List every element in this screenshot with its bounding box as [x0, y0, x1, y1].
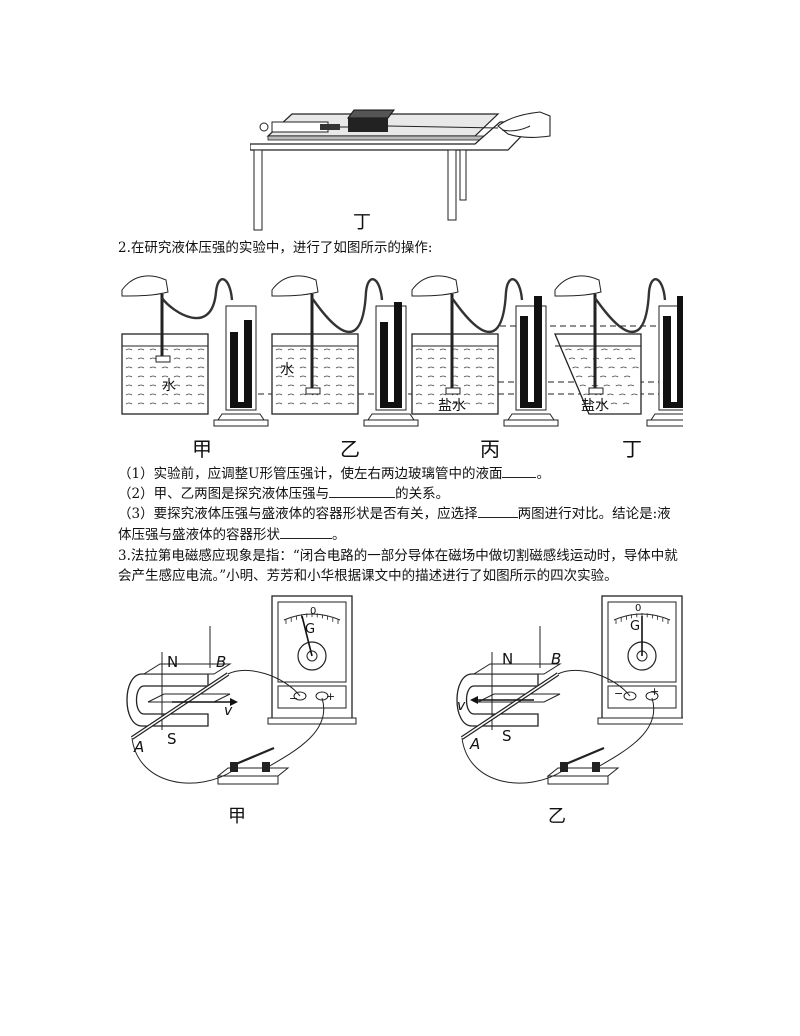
pressure-panel-2: 水: [271, 275, 419, 427]
left-meter-zero: 0: [310, 606, 317, 617]
q2-sub3-prefix: （3）要探究液体压强与盛液体的容器形状是否有关，应选择: [118, 506, 478, 522]
hand-icon: [271, 275, 319, 297]
right-pole-s: S: [502, 727, 512, 745]
velocity-arrow-icon: [470, 696, 478, 704]
switch-base: [546, 767, 620, 777]
q2-subquestion-3: （3）要探究液体压强与盛液体的容器形状是否有关，应选择两图进行对比。结论是:液体…: [118, 503, 683, 545]
pressure-figure: 水水盐水盐水: [118, 262, 702, 458]
q3-stem: 3.法拉第电磁感应现象是指：“闭合电路的一部分导体在磁场中做切割磁感线运动时，导…: [118, 548, 678, 584]
q2-subquestion-1: （1）实验前，应调整U形管压强计，使左右两边玻璃管中的液面 。: [118, 463, 683, 484]
terminal-plus[interactable]: [315, 691, 329, 701]
q2-sub3-middle: 两图进行对比。结论是:液体压强与盛液体的容器形状: [118, 506, 671, 543]
panel-label-yi: 乙: [340, 437, 360, 461]
left-induction-setup: [126, 595, 357, 785]
velocity-arrow-icon: [230, 698, 238, 706]
beaker: [411, 333, 499, 415]
right-pole-n: N: [502, 650, 514, 668]
hand-icon: [554, 275, 602, 297]
right-meter-zero: 0: [635, 603, 642, 614]
induction-figure: [118, 590, 687, 830]
panel-label-ding: 丁: [622, 437, 642, 461]
hand-icon: [121, 275, 169, 297]
terminal-plus[interactable]: [645, 691, 659, 701]
left-rod-b: B: [216, 653, 227, 671]
beaker-liquid-label: 水: [162, 378, 176, 394]
left-panel-label: 甲: [228, 806, 246, 827]
left-rod-a: A: [134, 738, 145, 756]
friction-figure: [249, 96, 560, 236]
q2-sub3-blank-2[interactable]: [280, 524, 332, 539]
friction-apparatus-drawing: [249, 109, 551, 231]
left-pole-s: S: [167, 730, 177, 748]
q2-sub2-blank[interactable]: [329, 483, 396, 498]
switch-lever[interactable]: [565, 746, 605, 766]
right-velocity-label: v: [457, 698, 466, 714]
switch-lever[interactable]: [235, 746, 275, 766]
q2-stem: 2.在研究液体压强的实验中，进行了如图所示的操作:: [118, 240, 433, 256]
beaker-liquid-label: 盐水: [438, 398, 466, 414]
q2-sub2-prefix: （2）甲、乙两图是探究液体压强与: [118, 486, 330, 502]
q2-sub3-blank-1[interactable]: [477, 503, 518, 518]
beaker-liquid-label: 盐水: [581, 398, 609, 414]
pressure-probe: [445, 387, 461, 395]
galvanometer-needle: [301, 615, 313, 657]
left-terminal-minus: −: [289, 692, 299, 705]
left-terminal-plus: +: [326, 690, 336, 703]
right-induction-setup: [456, 595, 687, 785]
panel-label-bing: 丙: [480, 437, 500, 461]
beaker-liquid-label: 水: [280, 362, 294, 378]
right-terminal-minus: −: [614, 687, 624, 700]
q2-sub3-suffix: 。: [332, 527, 346, 543]
q2-sub1-suffix: 。: [536, 466, 550, 482]
liquid-pressure-drawing: 水水盐水盐水: [121, 275, 702, 427]
electromagnetic-induction-drawing: [126, 595, 687, 785]
q2-sub1-blank[interactable]: [502, 463, 537, 478]
trapezoid-beaker: [554, 333, 642, 415]
left-pole-n: N: [167, 653, 179, 671]
pressure-panel-4: 盐水: [554, 275, 702, 427]
hand-icon: [411, 275, 459, 297]
right-terminal-plus: +: [650, 685, 660, 698]
q2-sub2-suffix: 的关系。: [395, 486, 450, 502]
left-meter-g: G: [305, 622, 316, 637]
switch-base: [216, 767, 290, 777]
q2-subquestion-2: （2）甲、乙两图是探究液体压强与 的关系。: [118, 483, 683, 504]
right-panel-label: 乙: [548, 806, 566, 827]
top-figure-label: 丁: [353, 212, 371, 233]
pressure-probe: [155, 355, 171, 363]
right-rod-b: B: [551, 650, 562, 668]
pressure-probe: [305, 387, 321, 395]
right-meter-g: G: [630, 619, 641, 634]
beaker: [121, 333, 209, 415]
pressure-panel-3: 盐水: [411, 275, 559, 427]
right-rod-a: A: [470, 735, 481, 753]
left-velocity-label: v: [224, 703, 233, 719]
q2-sub1-prefix: （1）实验前，应调整U形管压强计，使左右两边玻璃管中的液面: [118, 466, 503, 482]
pressure-panel-1: 水: [121, 275, 269, 427]
pressure-probe: [588, 387, 604, 395]
beaker: [271, 333, 359, 415]
panel-label-jia: 甲: [192, 437, 212, 461]
